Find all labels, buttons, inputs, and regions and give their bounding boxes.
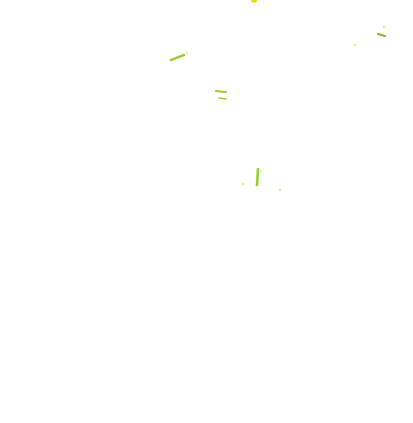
fleck-dot-4c [260, 170, 262, 172]
fleck-dot-3b [354, 44, 356, 46]
fleck-stroke-3 [376, 32, 387, 38]
fleck-stroke-2b [218, 97, 227, 100]
fleck-stroke-1 [169, 53, 186, 62]
fleck-dot-3a [383, 26, 385, 28]
fleck-dot-4b [279, 189, 281, 191]
fleck-top [251, 0, 257, 3]
fleck-stroke-4 [255, 167, 260, 187]
fleck-dot-1 [186, 52, 188, 54]
fleck-dot-4a [242, 183, 244, 185]
fleck-stroke-2a [215, 90, 227, 93]
